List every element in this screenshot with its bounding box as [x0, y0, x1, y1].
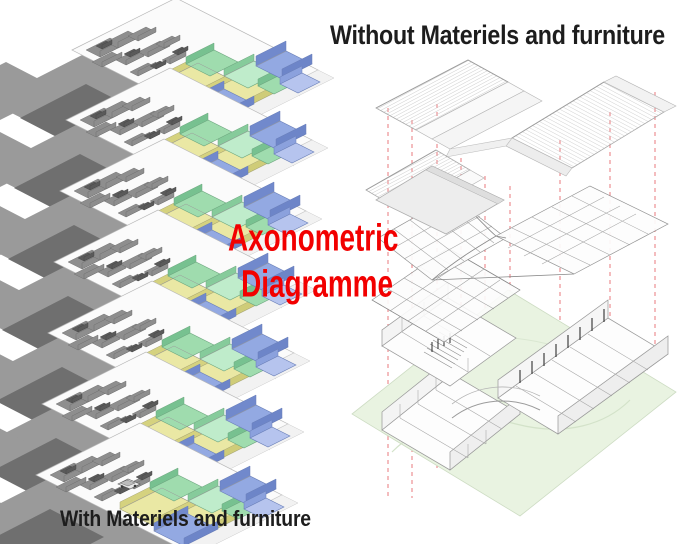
page-title-line-1: Axonometric	[228, 217, 399, 260]
floor-structure-layer	[371, 247, 521, 343]
page-title: Axonometric Diagramme	[228, 216, 398, 309]
walls-plan-layer	[381, 281, 669, 471]
page-title-line-2: Diagramme	[241, 263, 393, 307]
label-without-materiels: Without Materiels and furniture	[330, 20, 665, 50]
car-icon	[117, 478, 141, 490]
roof-planes-layer	[365, 59, 677, 235]
label-with-materiels: With Materiels and furniture	[60, 506, 311, 531]
